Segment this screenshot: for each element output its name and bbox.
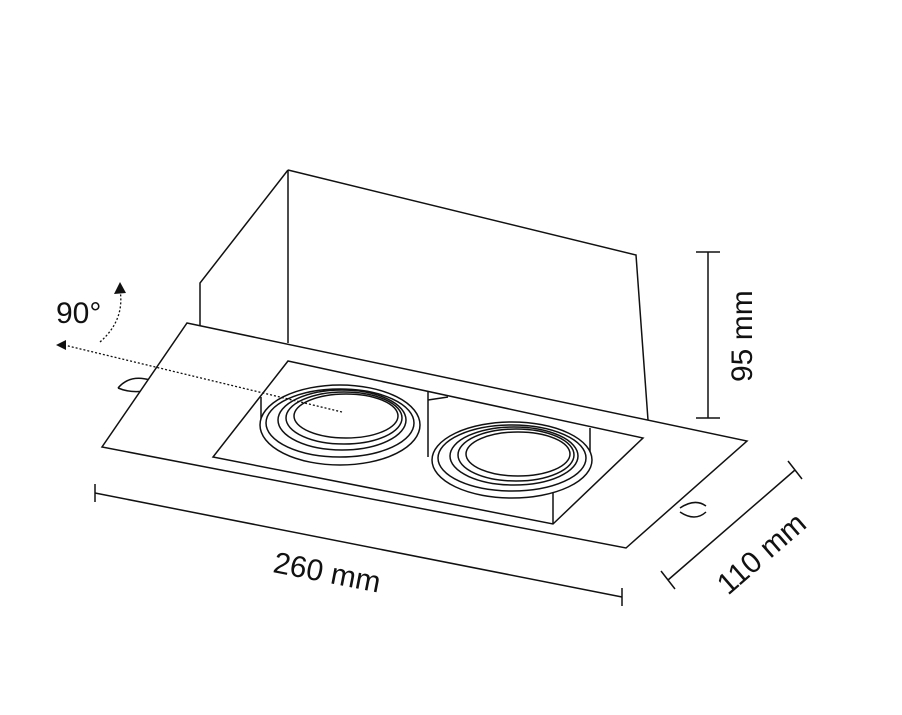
depth-label: 110 mm	[711, 507, 813, 602]
dim-height	[696, 251, 720, 419]
dim-depth	[660, 460, 803, 590]
height-label: 95 mm	[726, 290, 759, 382]
rotation-indicator	[56, 282, 343, 413]
clip-right	[679, 501, 707, 518]
back-housing	[199, 169, 649, 421]
width-label: 260 mm	[271, 546, 384, 599]
lamp-left	[259, 384, 421, 466]
lamp-right	[431, 421, 593, 499]
rotation-label: 90°	[56, 297, 101, 330]
trim-plate	[100, 322, 749, 549]
dim-width	[94, 484, 623, 606]
